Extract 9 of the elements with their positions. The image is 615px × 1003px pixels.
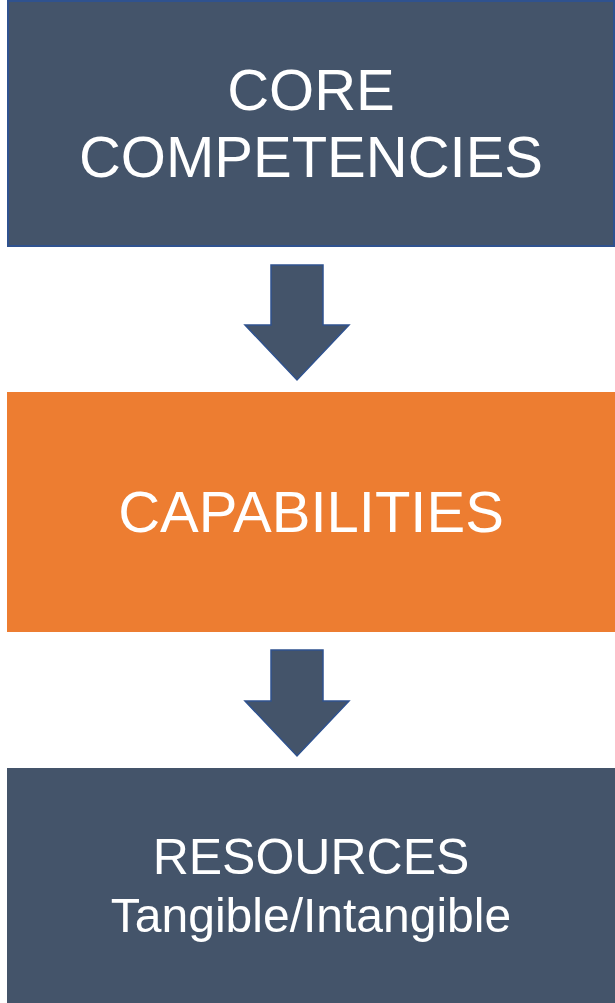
process-box	[7, 0, 615, 247]
down-arrow	[243, 649, 351, 758]
box-label: Tangible/Intangible	[110, 887, 512, 944]
process-box	[7, 768, 615, 1003]
process-box	[7, 392, 615, 632]
box-label: CORE COMPETENCIES	[77, 56, 545, 191]
down-arrow	[243, 264, 351, 382]
box-label: RESOURCES	[152, 827, 470, 887]
box-label: CAPABILITIES	[118, 478, 504, 546]
